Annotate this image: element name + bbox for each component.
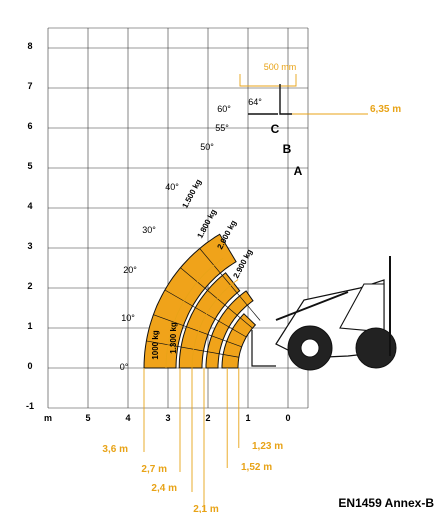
angle-55: 55° [215, 123, 229, 133]
zone-band-c-outer [143, 233, 237, 369]
load-arc [191, 279, 239, 369]
angle-30: 30° [142, 225, 156, 235]
zone-label-A: A [294, 164, 303, 178]
zone-label-B: B [283, 142, 292, 156]
standard-label: EN1459 Annex-B [338, 496, 434, 510]
load-arc [165, 257, 224, 369]
load-label-1500: 1.500 kg [180, 178, 203, 210]
load-zones [143, 233, 257, 369]
y-tick-3: 3 [27, 241, 32, 251]
machine-wheel-rear [355, 327, 397, 369]
fork-bottom [251, 330, 276, 367]
radial-line-50 [199, 248, 261, 321]
reach-label-2-1: 2,1 m [193, 504, 219, 513]
angle-0: 0° [120, 362, 129, 372]
angle-50: 50° [200, 142, 214, 152]
radial-line-10 [146, 340, 240, 358]
load-label-1300: 1.300 kg [169, 322, 178, 354]
angle-60: 60° [217, 104, 231, 114]
machine-hub-front [300, 338, 320, 358]
angle-64: 64° [248, 97, 262, 107]
y-tick-5: 5 [27, 161, 32, 171]
y-tick-0: 0 [27, 361, 32, 371]
x-tick-4: 4 [125, 413, 130, 423]
load-label-2900: 2.900 kg [231, 248, 254, 280]
carriage-width-label: 500 mm [264, 62, 297, 72]
y-tick-4: 4 [27, 201, 32, 211]
y-tick-1: 1 [27, 321, 32, 331]
reach-label-1-23: 1,23 m [252, 441, 283, 452]
reach-label-2-4: 2,4 m [151, 483, 177, 494]
x-tick-0: 0 [285, 413, 290, 423]
y-tick-2: 2 [27, 281, 32, 291]
reach-label-1-52: 1,52 m [241, 462, 272, 473]
load-label-1000: 1000 kg [151, 330, 160, 359]
max-height-label: 6,35 m [370, 104, 401, 115]
radial-line-20 [153, 314, 242, 348]
angle-20: 20° [123, 265, 137, 275]
radial-line-40 [180, 267, 253, 329]
y-tick-7: 7 [27, 81, 32, 91]
y-tick-minus1: -1 [26, 401, 34, 411]
load-label-1800: 1.800 kg [195, 208, 218, 240]
chart-grid [47, 27, 309, 409]
angle-40: 40° [165, 182, 179, 192]
zone-label-C: C [271, 122, 280, 136]
zone-band-a [221, 313, 257, 369]
y-tick-6: 6 [27, 121, 32, 131]
radial-line-30 [164, 289, 247, 338]
radial-lines [143, 74, 368, 512]
fork-top [279, 84, 292, 115]
zone-band-b [205, 290, 254, 369]
x-tick-2: 2 [205, 413, 210, 423]
telehandler-machine [275, 256, 397, 371]
carriage-dim [239, 74, 297, 87]
x-tick-3: 3 [165, 413, 170, 423]
angle-10: 10° [121, 313, 135, 323]
reach-label-2-7: 2,7 m [141, 464, 167, 475]
machine-boom [275, 291, 349, 321]
x-tick-5: 5 [85, 413, 90, 423]
x-unit-label: m [44, 413, 52, 423]
y-tick-8: 8 [27, 41, 32, 51]
reach-label-3-6: 3,6 m [102, 444, 128, 455]
x-tick-1: 1 [245, 413, 250, 423]
